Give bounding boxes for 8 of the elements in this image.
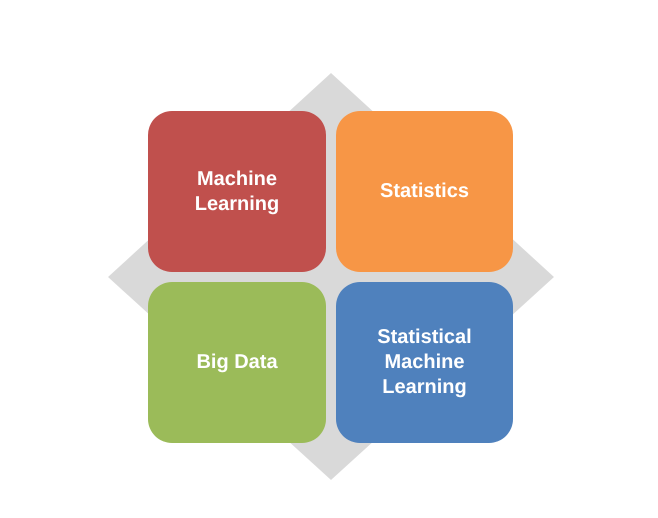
rounded-box — [148, 111, 326, 272]
box-label: Statistical Machine Learning — [376, 325, 473, 400]
box-label: Big Data — [195, 350, 279, 375]
box-label: Statistics — [379, 179, 470, 204]
rounded-box — [148, 282, 326, 443]
box-label: Machine Learning — [194, 166, 280, 216]
rounded-box — [336, 111, 513, 272]
rounded-box — [336, 282, 513, 443]
